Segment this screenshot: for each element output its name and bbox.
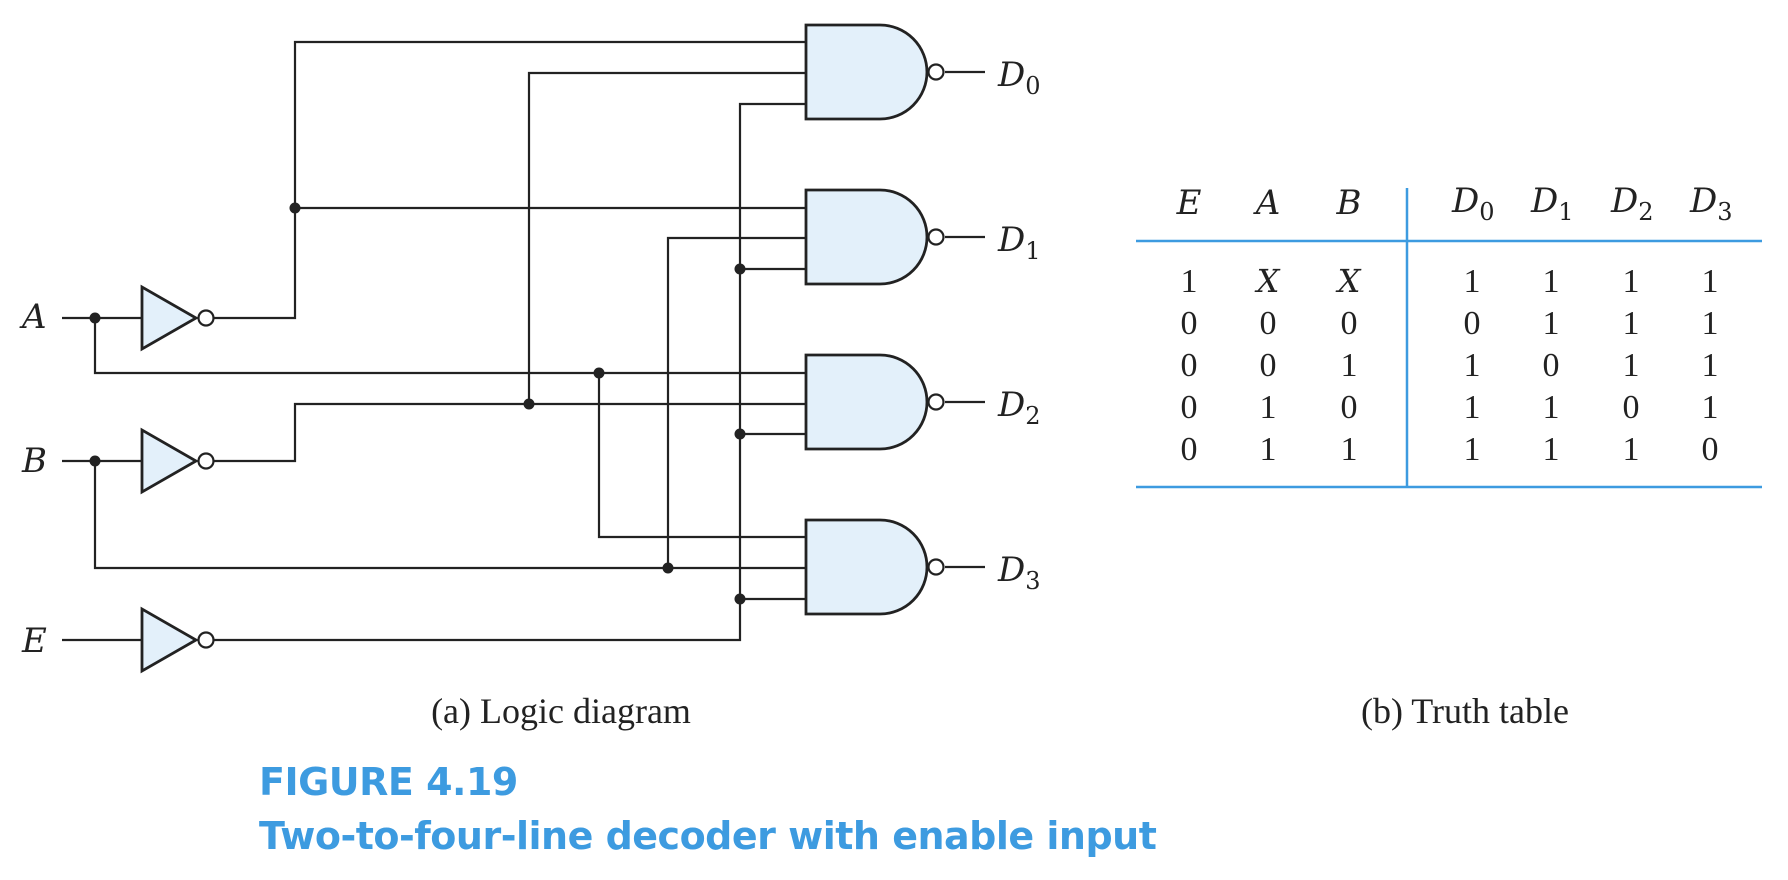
svg-text:1: 1 xyxy=(1341,431,1358,468)
wires xyxy=(62,40,985,642)
svg-text:1: 1 xyxy=(1464,263,1481,300)
table-row: 0 1 1 1 1 1 0 xyxy=(1181,431,1719,468)
svg-text:1: 1 xyxy=(1623,431,1640,468)
output-label-d1: D1 xyxy=(997,220,1041,265)
svg-text:0: 0 xyxy=(1341,389,1358,426)
svg-text:D1: D1 xyxy=(997,220,1041,265)
tt-header-d2: D2 xyxy=(1610,181,1654,226)
svg-text:1: 1 xyxy=(1543,431,1560,468)
svg-text:1: 1 xyxy=(1260,431,1277,468)
svg-text:0: 0 xyxy=(1181,431,1198,468)
figure-title: Two-to-four-line decoder with enable inp… xyxy=(259,814,1157,858)
nand-gate-d3 xyxy=(804,518,945,616)
svg-text:1: 1 xyxy=(1464,389,1481,426)
svg-text:1: 1 xyxy=(1543,305,1560,342)
inverter-b xyxy=(140,427,215,495)
truth-table-caption: (b) Truth table xyxy=(1361,691,1569,731)
svg-text:0: 0 xyxy=(1702,431,1719,468)
svg-text:0: 0 xyxy=(1341,305,1358,342)
svg-text:0: 0 xyxy=(1181,305,1198,342)
svg-text:1: 1 xyxy=(1623,347,1640,384)
svg-text:1: 1 xyxy=(1702,263,1719,300)
svg-text:D0: D0 xyxy=(997,55,1041,100)
inverter-e xyxy=(140,606,215,674)
tt-header-d3: D3 xyxy=(1689,181,1733,226)
table-row: 0 1 0 1 1 0 1 xyxy=(1181,389,1719,426)
svg-text:1: 1 xyxy=(1702,305,1719,342)
svg-text:1: 1 xyxy=(1543,389,1560,426)
svg-text:0: 0 xyxy=(1543,347,1560,384)
logic-diagram: A B E xyxy=(19,23,1041,731)
output-label-d3: D3 xyxy=(997,550,1041,595)
svg-text:0: 0 xyxy=(1181,389,1198,426)
svg-text:1: 1 xyxy=(1464,347,1481,384)
inverter-a xyxy=(140,284,215,352)
nand-gate-d1 xyxy=(804,188,945,286)
tt-header-e: E xyxy=(1176,183,1202,223)
svg-text:D3: D3 xyxy=(997,550,1041,595)
tt-header-d1: D1 xyxy=(1530,181,1574,226)
svg-text:X: X xyxy=(1254,262,1281,300)
output-label-d0: D0 xyxy=(997,55,1041,100)
output-label-d2: D2 xyxy=(997,385,1041,430)
svg-text:1: 1 xyxy=(1623,305,1640,342)
svg-text:X: X xyxy=(1335,262,1362,300)
tt-header-a: A xyxy=(1253,183,1281,223)
svg-text:1: 1 xyxy=(1260,389,1277,426)
svg-text:1: 1 xyxy=(1341,347,1358,384)
table-row: 0 0 1 1 0 1 1 xyxy=(1181,347,1719,384)
input-label-a: A xyxy=(19,297,47,337)
svg-text:0: 0 xyxy=(1260,347,1277,384)
table-row: 1 X X 1 1 1 1 xyxy=(1181,262,1719,300)
figure-number: FIGURE 4.19 xyxy=(259,760,518,804)
junction-dots xyxy=(89,202,746,605)
nand-gate-d0 xyxy=(804,23,945,121)
svg-text:0: 0 xyxy=(1464,305,1481,342)
tt-header-d0: D0 xyxy=(1451,181,1495,226)
svg-text:1: 1 xyxy=(1181,263,1198,300)
svg-text:1: 1 xyxy=(1543,263,1560,300)
svg-text:0: 0 xyxy=(1181,347,1198,384)
svg-text:1: 1 xyxy=(1623,263,1640,300)
table-row: 0 0 0 0 1 1 1 xyxy=(1181,305,1719,342)
svg-text:0: 0 xyxy=(1623,389,1640,426)
svg-text:D2: D2 xyxy=(997,385,1041,430)
svg-text:0: 0 xyxy=(1260,305,1277,342)
input-label-b: B xyxy=(21,441,47,481)
svg-text:1: 1 xyxy=(1702,389,1719,426)
tt-header-b: B xyxy=(1336,183,1362,223)
truth-table: E A B D0 D1 D2 D3 1 X X 1 1 1 1 0 0 0 0 … xyxy=(1136,181,1762,731)
logic-diagram-caption: (a) Logic diagram xyxy=(431,691,691,731)
svg-text:1: 1 xyxy=(1464,431,1481,468)
input-label-e: E xyxy=(21,621,47,661)
nand-gate-d2 xyxy=(804,353,945,451)
svg-text:1: 1 xyxy=(1702,347,1719,384)
